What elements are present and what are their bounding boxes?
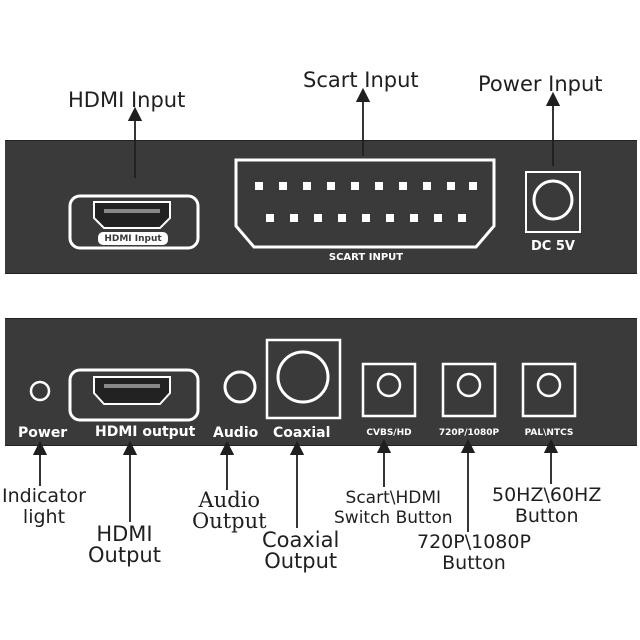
hdmi-input-port[interactable]: [68, 194, 200, 250]
hdmi-output-port[interactable]: [68, 368, 200, 422]
hdmi-input-port-label: HDMI Input: [104, 234, 162, 244]
scart-input-label: SCART INPUT: [328, 252, 404, 263]
callout-hdmi-input: HDMI Input: [68, 88, 186, 112]
callout-scart-input: Scart Input: [303, 68, 419, 92]
callout-switch-button: Scart\HDMI Switch Button: [334, 488, 453, 528]
callout-indicator-light: Indicator light: [2, 485, 86, 528]
hdmi-output-label: HDMI output: [95, 424, 196, 440]
pal-ntsc-label: PAL\NTCS: [524, 428, 574, 438]
dc-voltage-label: DC 5V: [531, 239, 575, 254]
power-label: Power: [18, 425, 68, 441]
resolution-button[interactable]: [441, 362, 497, 418]
callout-audio-output: Audio Output: [192, 488, 267, 533]
cvbs-hd-label: CVBS/HD: [366, 428, 412, 438]
audio-jack[interactable]: [223, 370, 257, 404]
cvbs-hd-switch-button[interactable]: [361, 362, 417, 418]
scart-pins-row-top: [255, 182, 477, 190]
power-indicator-led: [29, 380, 51, 402]
callout-hdmi-output: HDMI Output: [88, 522, 161, 567]
callout-coaxial-output: Coaxial Output: [262, 528, 340, 573]
scart-input-port[interactable]: [234, 158, 496, 249]
audio-label: Audio: [213, 425, 259, 441]
resolution-label: 720P/1080P: [438, 428, 500, 438]
callout-resolution-button: 720P\1080P Button: [417, 531, 531, 574]
pal-ntsc-button[interactable]: [521, 362, 577, 418]
callout-power-input: Power Input: [478, 72, 603, 96]
coaxial-label: Coaxial: [273, 425, 331, 441]
scart-pins-row-bottom: [266, 214, 466, 222]
dc-power-port[interactable]: [525, 171, 581, 233]
coaxial-port[interactable]: [265, 338, 342, 420]
callout-frequency-button: 50HZ\60HZ Button: [492, 484, 602, 527]
